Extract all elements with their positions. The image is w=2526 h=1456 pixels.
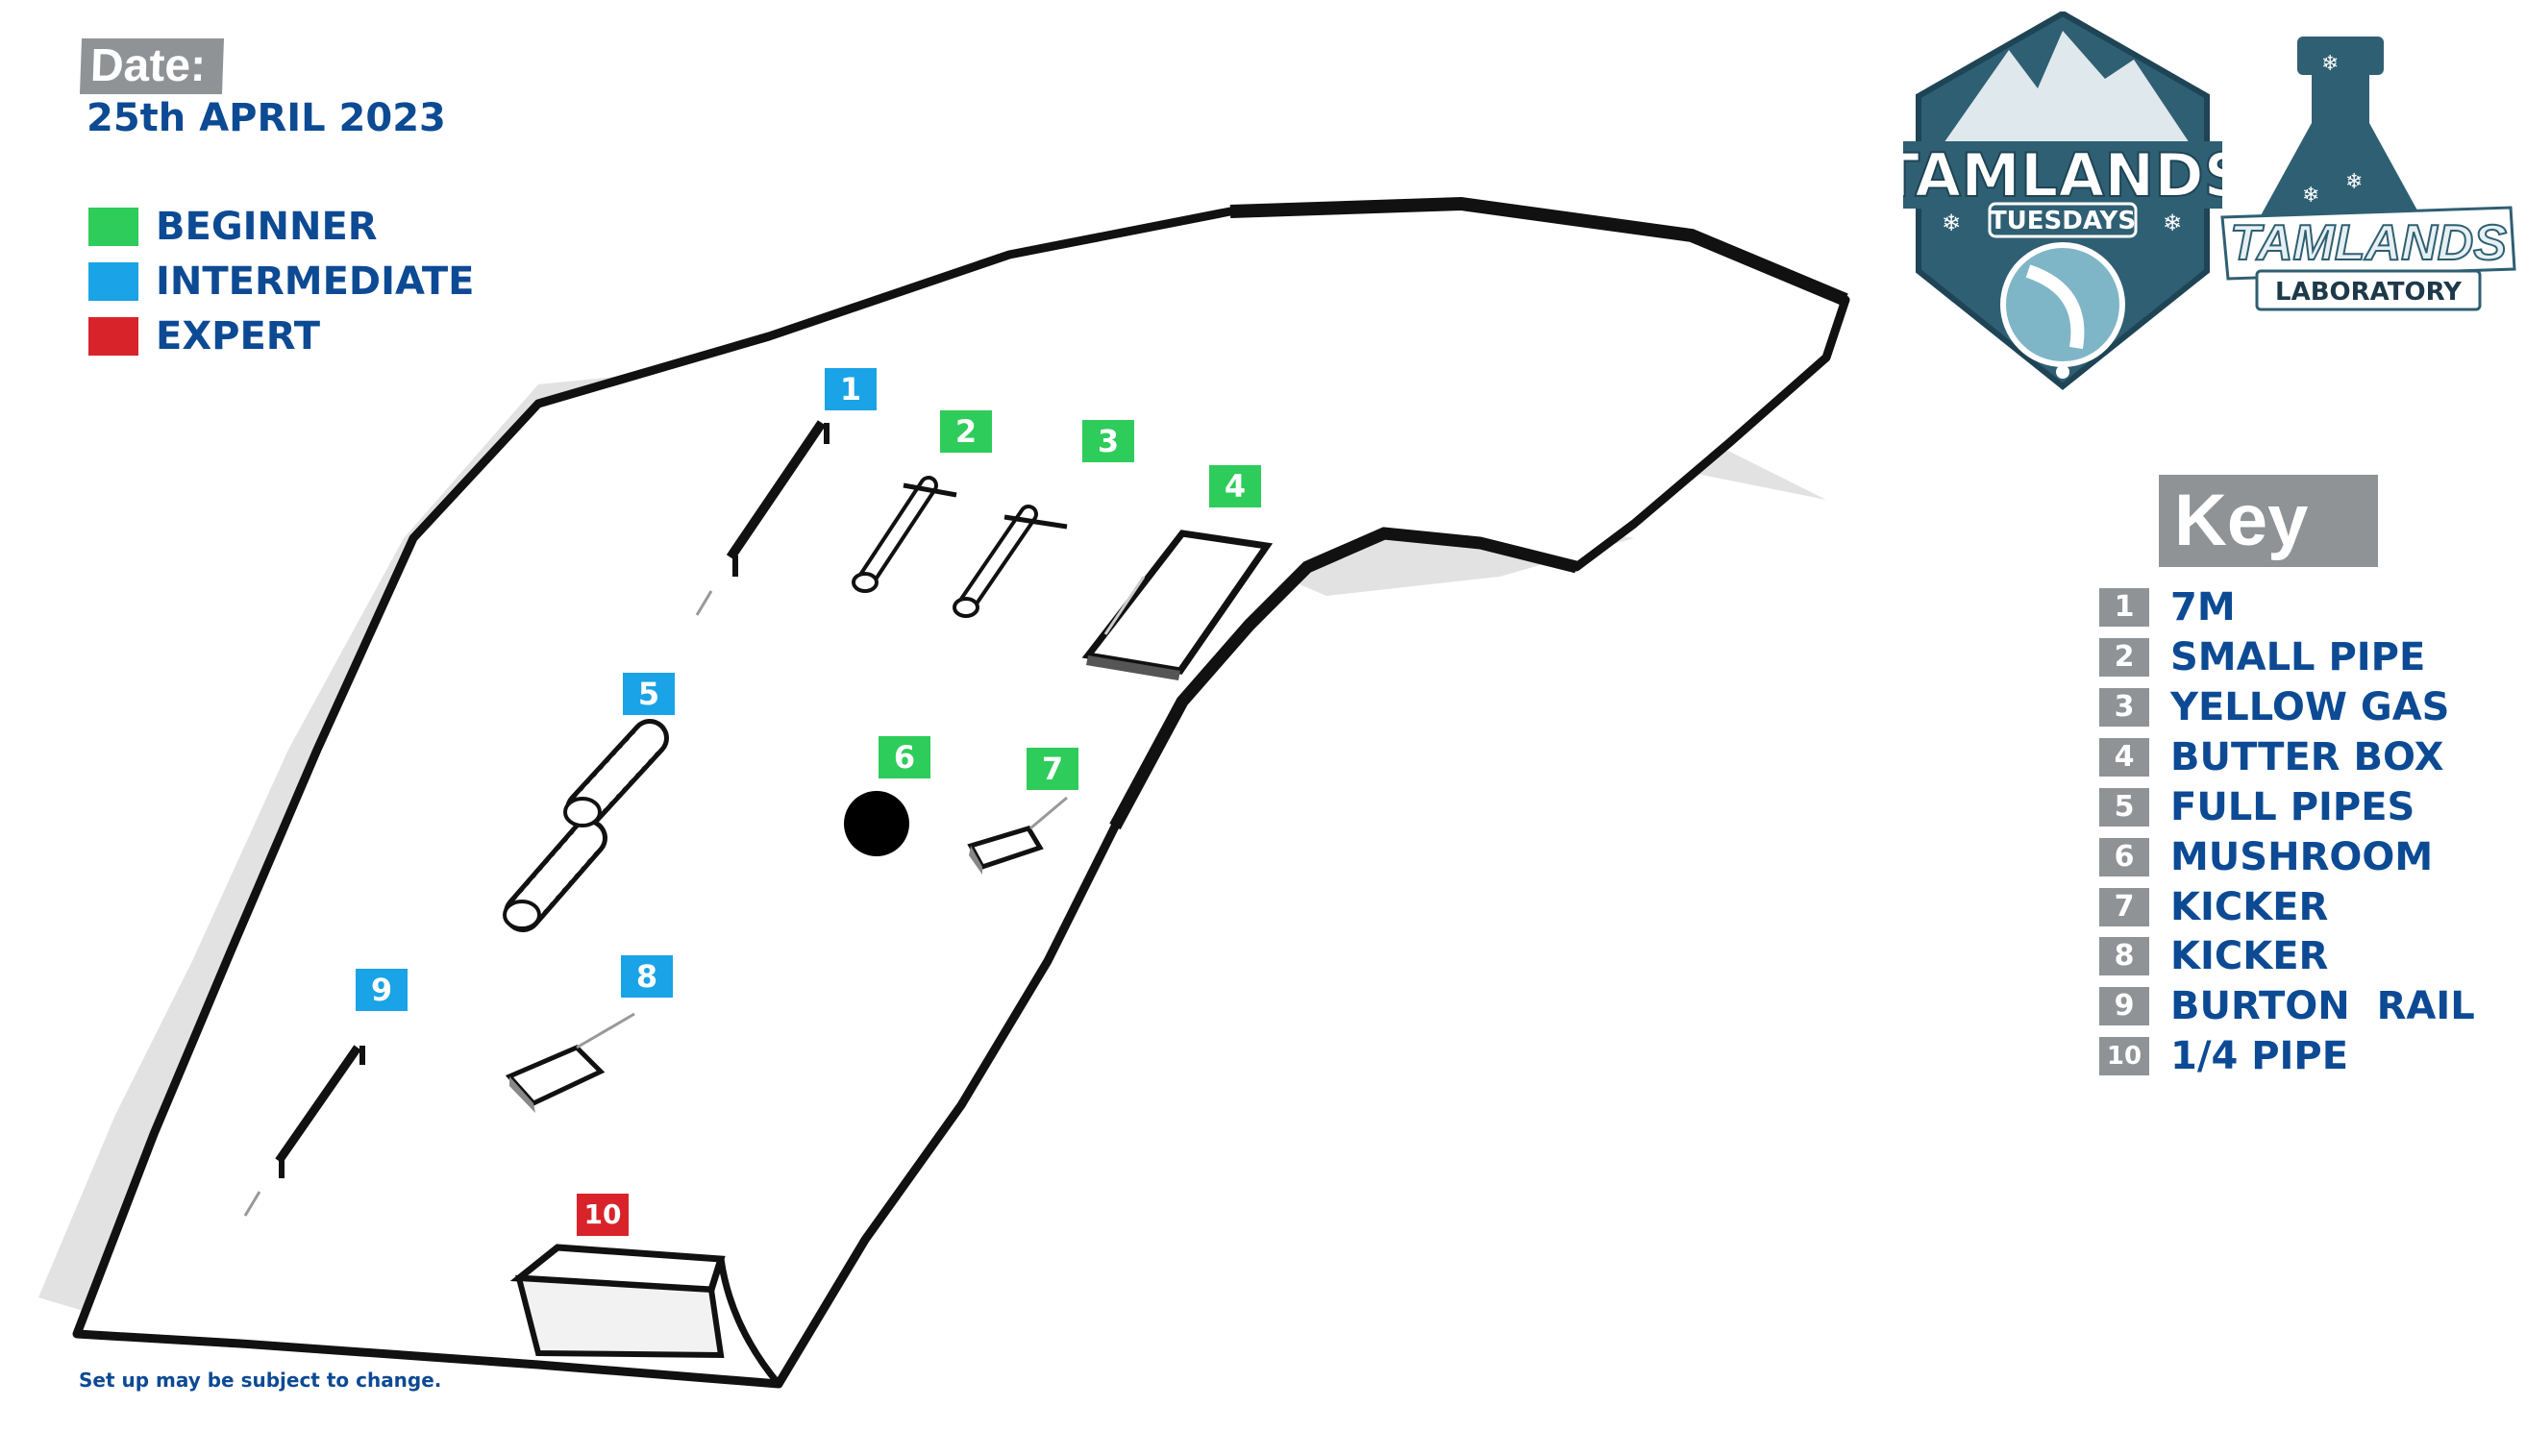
key-number: 2 xyxy=(2099,638,2149,677)
key-item: 9 BURTON RAIL xyxy=(2099,984,2475,1028)
map-marker-4: 4 xyxy=(1209,465,1261,507)
key-number: 7 xyxy=(2099,888,2149,926)
key-label: BURTON RAIL xyxy=(2170,984,2475,1028)
key-item: 1 7M xyxy=(2099,585,2236,629)
key-label: 7M xyxy=(2170,585,2236,629)
key-number: 10 xyxy=(2099,1037,2149,1075)
snowflake-icon: ❄ xyxy=(2321,52,2339,76)
feature-full-pipes xyxy=(503,719,669,932)
tamlands-laboratory-logo: ❄ ❄ ❄ TAMLANDS LABORATORY xyxy=(2220,37,2516,311)
tamlands-logo-title: TAMLANDS xyxy=(1903,140,2222,210)
outline-inner-edge xyxy=(1109,527,1578,830)
key-item: 7 KICKER xyxy=(2099,885,2329,929)
feature-kicker-8 xyxy=(505,1012,635,1113)
key-label: MUSHROOM xyxy=(2170,835,2434,879)
key-number: 3 xyxy=(2099,688,2149,727)
tamlands-tuesdays-logo: TAMLANDS TUESDAYS ❄ ❄ xyxy=(1903,12,2222,390)
feature-mushroom xyxy=(844,791,909,856)
legend-item-beginner: BEGINNER xyxy=(88,205,378,249)
key-label: BUTTER BOX xyxy=(2170,735,2444,779)
key-label: SMALL PIPE xyxy=(2170,635,2426,679)
legend-label: EXPERT xyxy=(156,314,321,358)
legend-label: INTERMEDIATE xyxy=(156,259,475,304)
feature-quarter-pipe xyxy=(509,1244,781,1387)
key-label: 1/4 PIPE xyxy=(2170,1034,2349,1078)
key-label: FULL PIPES xyxy=(2170,785,2415,829)
key-item: 2 SMALL PIPE xyxy=(2099,635,2426,679)
map-marker-1: 1 xyxy=(825,368,877,410)
park-outline xyxy=(72,199,1850,1389)
feature-burton-rail xyxy=(243,1045,365,1217)
snowflake-icon: ❄ xyxy=(1942,210,1961,236)
legend-swatch-beginner xyxy=(88,208,138,246)
feature-small-pipe xyxy=(852,476,957,593)
snowflake-icon: ❄ xyxy=(2302,184,2319,208)
key-title: Key xyxy=(2159,475,2378,567)
feature-kicker-7 xyxy=(967,796,1068,875)
feature-7m-rail xyxy=(695,420,830,616)
laboratory-logo-title: TAMLANDS xyxy=(2230,215,2507,271)
key-number: 9 xyxy=(2099,987,2149,1025)
key-number: 4 xyxy=(2099,738,2149,777)
key-item: 4 BUTTER BOX xyxy=(2099,735,2444,779)
legend-swatch-expert xyxy=(88,317,138,356)
key-item: 3 YELLOW GAS xyxy=(2099,685,2450,729)
key-number: 1 xyxy=(2099,588,2149,627)
key-number: 5 xyxy=(2099,788,2149,827)
legend-item-intermediate: INTERMEDIATE xyxy=(88,259,475,304)
legend-item-expert: EXPERT xyxy=(88,314,321,358)
key-item: 5 FULL PIPES xyxy=(2099,785,2415,829)
key-number: 6 xyxy=(2099,838,2149,876)
map-marker-6: 6 xyxy=(879,736,930,778)
key-label: YELLOW GAS xyxy=(2170,685,2450,729)
map-marker-5: 5 xyxy=(623,673,675,715)
snowflake-icon: ❄ xyxy=(2345,170,2363,194)
legend-swatch-intermediate xyxy=(88,262,138,301)
laboratory-logo-subtitle: LABORATORY xyxy=(2275,278,2463,307)
key-label: KICKER xyxy=(2170,885,2329,929)
map-marker-7: 7 xyxy=(1027,748,1078,790)
key-label: KICKER xyxy=(2170,934,2329,978)
feature-yellow-gas xyxy=(953,505,1068,618)
key-item: 10 1/4 PIPE xyxy=(2099,1034,2349,1078)
tamlands-logo-subtitle: TUESDAYS xyxy=(1990,207,2136,235)
feature-butter-box xyxy=(1081,530,1274,680)
footer-note: Set up may be subject to change. xyxy=(79,1369,442,1392)
map-marker-9: 9 xyxy=(356,969,408,1011)
legend-label: BEGINNER xyxy=(156,205,378,249)
snowflake-icon: ❄ xyxy=(2163,210,2182,236)
map-marker-3: 3 xyxy=(1082,420,1134,462)
map-marker-2: 2 xyxy=(940,410,992,453)
key-item: 8 KICKER xyxy=(2099,934,2329,978)
map-marker-8: 8 xyxy=(621,955,673,998)
outline-top-edge xyxy=(1229,196,1848,307)
date-value: 25th APRIL 2023 xyxy=(87,96,446,140)
map-marker-10: 10 xyxy=(577,1194,629,1236)
key-item: 6 MUSHROOM xyxy=(2099,835,2434,879)
key-number: 8 xyxy=(2099,937,2149,975)
